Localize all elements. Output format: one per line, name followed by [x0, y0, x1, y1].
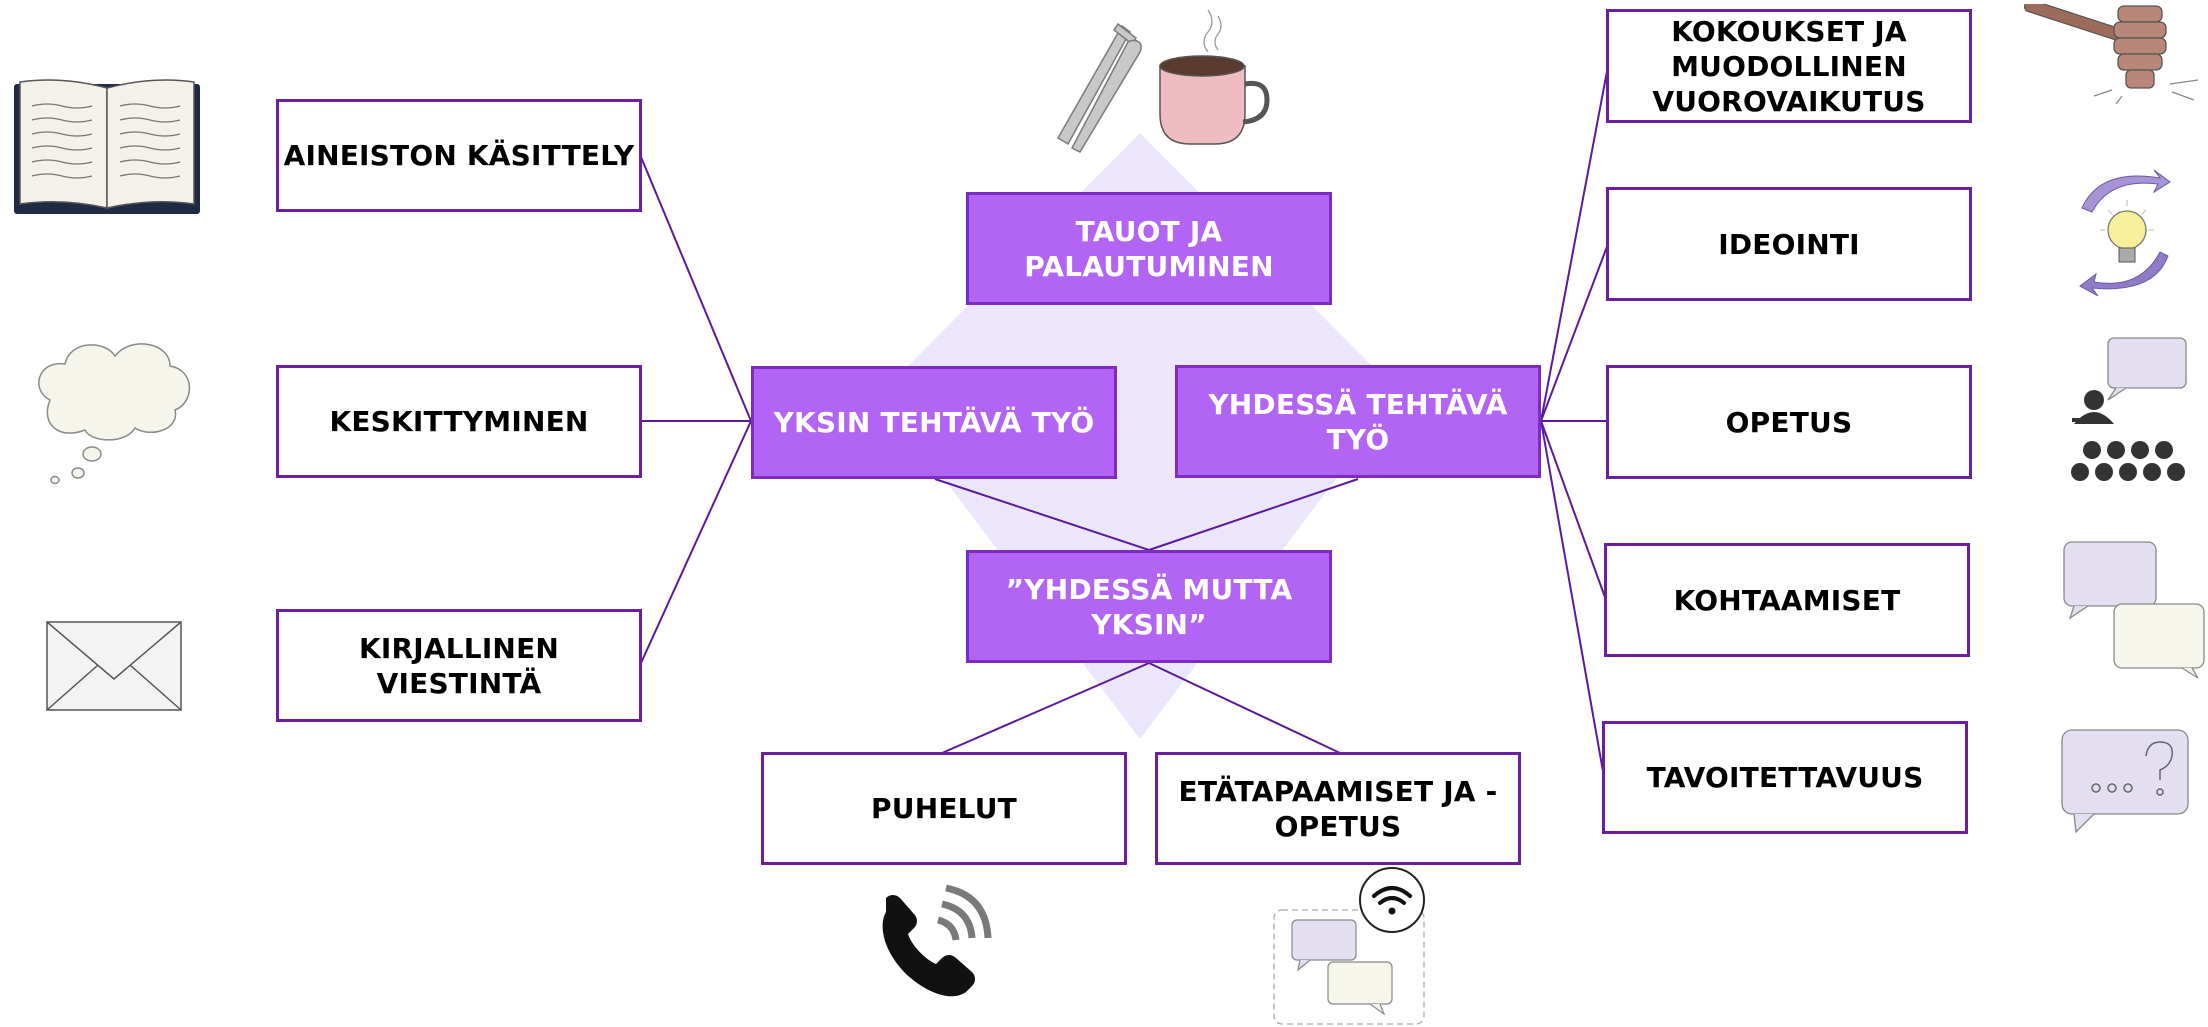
together-but-alone-label: ”YHDESSÄ MUTTA YKSIN” [1005, 572, 1293, 641]
concentration-box: KESKITTYMINEN [276, 365, 642, 478]
reachability-label: TAVOITETTAVUUS [1646, 761, 1924, 794]
teaching-box: OPETUS [1606, 365, 1972, 479]
teacher-audience-icon [2071, 337, 2187, 481]
lightbulb-cycle-icon [2079, 169, 2171, 297]
thought-cloud-icon [38, 343, 191, 485]
remote-meetings-label: ETÄTAPAAMISET JA - OPETUS [1178, 774, 1498, 843]
teaching-label: OPETUS [1725, 405, 1853, 439]
encounters-box: KOHTAAMISET [1604, 543, 1970, 657]
work-together-label: YHDESSÄ TEHTÄVÄ TYÖ [1208, 387, 1508, 456]
written-communication-box: KIRJALLINEN VIESTINTÄ [276, 609, 642, 722]
work-together-box: YHDESSÄ TEHTÄVÄ TYÖ [1175, 365, 1541, 478]
phone-calls-box: PUHELUT [761, 752, 1127, 865]
speech-bubbles-icon [2063, 541, 2205, 679]
connector-lines [640, 65, 1609, 778]
gavel-icon [2023, 4, 2199, 104]
ideation-box: IDEOINTI [1606, 187, 1972, 301]
material-processing-label: AINEISTON KÄSITTELY [283, 139, 635, 172]
phone-icon [882, 884, 992, 997]
remote-chat-wifi-icon [1273, 867, 1425, 1025]
breaks-label: TAUOT JA PALAUTUMINEN [1024, 214, 1274, 283]
work-alone-label: YKSIN TEHTÄVÄ TYÖ [773, 406, 1095, 439]
work-alone-box: YKSIN TEHTÄVÄ TYÖ [751, 366, 1117, 479]
remote-meetings-box: ETÄTAPAAMISET JA - OPETUS [1155, 752, 1521, 865]
reachability-box: TAVOITETTAVUUS [1602, 721, 1968, 834]
envelope-icon [46, 621, 182, 711]
cutlery-coffee-icon [1056, 9, 1270, 153]
meetings-box: KOKOUKSET JA MUODOLLINEN VUOROVAIKUTUS [1606, 9, 1972, 123]
material-processing-box: AINEISTON KÄSITTELY [276, 99, 642, 212]
together-but-alone-box: ”YHDESSÄ MUTTA YKSIN” [966, 550, 1332, 663]
encounters-label: KOHTAAMISET [1673, 583, 1901, 617]
breaks-box: TAUOT JA PALAUTUMINEN [966, 192, 1332, 305]
written-communication-label: KIRJALLINEN VIESTINTÄ [358, 631, 560, 700]
open-book-icon [14, 79, 200, 214]
phone-calls-label: PUHELUT [871, 792, 1017, 825]
question-bubble-icon [2061, 729, 2189, 834]
concentration-label: KESKITTYMINEN [329, 405, 589, 438]
ideation-label: IDEOINTI [1718, 227, 1860, 261]
meetings-label: KOKOUKSET JA MUODOLLINEN VUOROVAIKUTUS [1652, 14, 1926, 118]
